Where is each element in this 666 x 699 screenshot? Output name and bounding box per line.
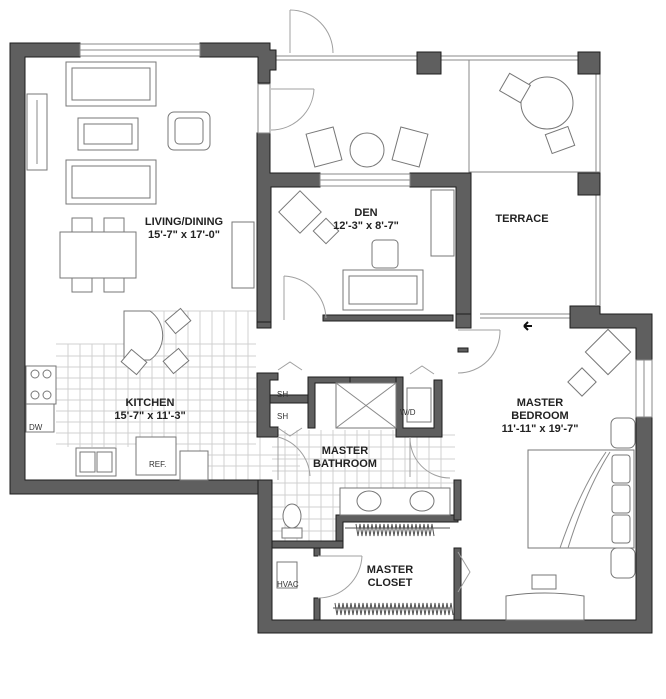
room-name-line1: MASTER bbox=[366, 564, 414, 576]
fixture-label-shelf-2: SH bbox=[277, 412, 289, 421]
kitchen-fixtures bbox=[25, 307, 209, 481]
room-name-line2: BATHROOM bbox=[313, 458, 377, 470]
room-name-line2: CLOSET bbox=[367, 577, 413, 589]
room-name-line2: BEDROOM bbox=[511, 410, 569, 422]
room-dimensions: 11'-11" x 19'-7" bbox=[501, 423, 579, 435]
fixture-label-hvac: HVAC bbox=[277, 580, 299, 589]
windows bbox=[79, 43, 653, 418]
fixture-label-dishwasher: DW bbox=[29, 423, 43, 432]
bedroom-furniture bbox=[505, 328, 636, 621]
doors bbox=[270, 9, 501, 599]
kitchen-tile-floor bbox=[56, 310, 300, 480]
room-label-terrace: TERRACE bbox=[495, 213, 548, 226]
room-dimensions: 15'-7" x 11'-3" bbox=[114, 410, 186, 422]
fixture-label-washer-dryer: W/D bbox=[400, 408, 416, 417]
room-label-den: DEN 12'-3" x 8'-7" bbox=[333, 207, 399, 233]
fixture-label-refrigerator: REF. bbox=[149, 460, 167, 469]
room-label-living-dining: LIVING/DINING 15'-7" x 17'-0" bbox=[145, 216, 223, 242]
room-name: DEN bbox=[354, 207, 378, 219]
terrace-column bbox=[577, 51, 601, 75]
terrace-furniture bbox=[305, 72, 576, 168]
closet-rods bbox=[276, 523, 454, 616]
room-name: KITCHEN bbox=[125, 397, 175, 409]
living-furniture bbox=[26, 61, 255, 293]
room-name: TERRACE bbox=[495, 213, 549, 225]
room-label-master-closet: MASTER CLOSET bbox=[367, 564, 413, 590]
room-label-master-bedroom: MASTER BEDROOM 11'-11" x 19'-7" bbox=[502, 397, 579, 436]
room-name-line1: MASTER bbox=[516, 397, 564, 409]
room-label-master-bathroom: MASTER BATHROOM bbox=[313, 445, 377, 471]
fixture-label-shelf-1: SH bbox=[277, 390, 289, 399]
room-name-line1: MASTER bbox=[321, 445, 369, 457]
room-label-kitchen: KITCHEN 15'-7" x 11'-3" bbox=[114, 397, 185, 423]
terrace-column bbox=[416, 51, 442, 75]
room-dimensions: 12'-3" x 8'-7" bbox=[333, 220, 399, 232]
room-dimensions: 15'-7" x 17'-0" bbox=[148, 229, 220, 241]
room-name: LIVING/DINING bbox=[144, 216, 224, 228]
den-furniture bbox=[278, 189, 455, 311]
bathroom-fixtures bbox=[281, 382, 451, 539]
bathroom-tile-floor bbox=[272, 430, 455, 543]
terrace-column bbox=[577, 172, 601, 196]
left-arrow-icon bbox=[523, 321, 532, 331]
